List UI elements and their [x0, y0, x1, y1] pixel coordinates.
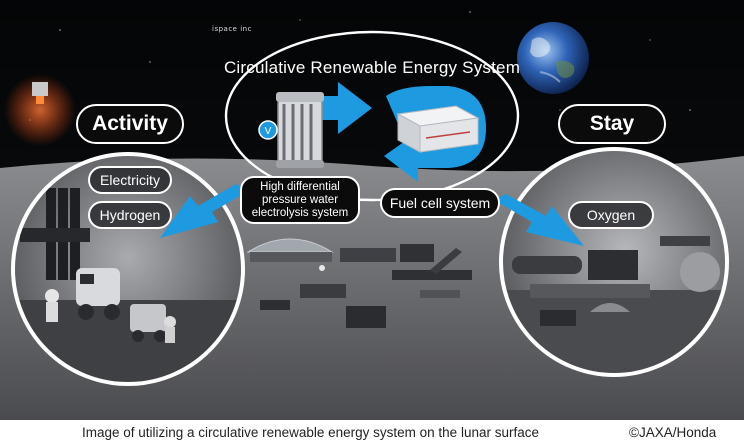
- lunar-base: [246, 238, 472, 328]
- hydrogen-badge: Hydrogen: [88, 201, 172, 229]
- caption-bar: [0, 420, 744, 446]
- stay-label: Stay: [558, 104, 666, 144]
- earth-icon: [517, 22, 589, 94]
- electrolysis-stack-icon: V: [258, 92, 324, 168]
- fuel-cell-box-icon: [396, 105, 480, 153]
- electricity-badge: Electricity: [88, 166, 172, 194]
- stay-scene: [499, 147, 729, 377]
- diagram-title: Circulative Renewable Energy System: [223, 58, 521, 77]
- logo-text: ispace inc: [212, 25, 252, 33]
- electrolysis-label: High differential pressure water electro…: [240, 176, 360, 224]
- fuel-cell-label: Fuel cell system: [380, 188, 500, 218]
- cycle-oval: [224, 30, 520, 202]
- oxygen-badge: Oxygen: [568, 201, 654, 229]
- flow-arrows: [160, 184, 584, 246]
- svg-text:V: V: [265, 126, 272, 137]
- credit-text: ©JAXA/Honda: [629, 425, 717, 440]
- activity-label: Activity: [76, 104, 184, 144]
- caption-text: Image of utilizing a circulative renewab…: [82, 425, 539, 440]
